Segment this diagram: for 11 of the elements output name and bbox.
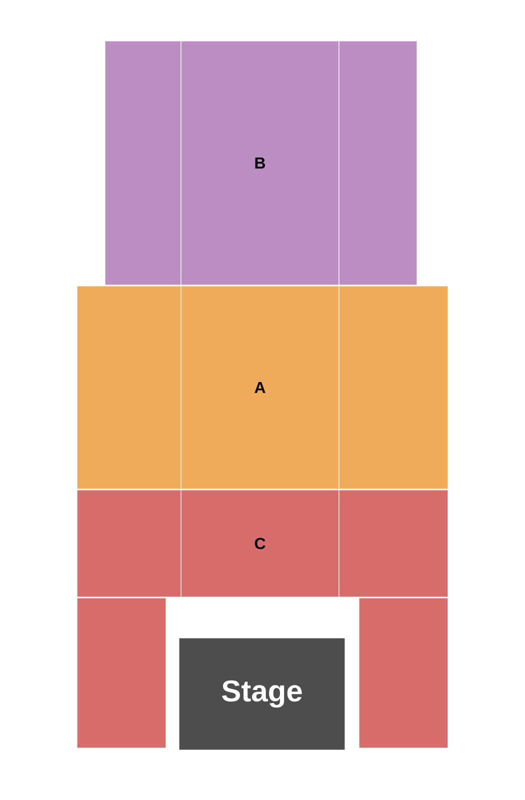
seating-section [338,286,448,490]
seating-section [338,490,448,598]
seating-section [338,40,418,286]
stage-box: Stage [178,638,346,750]
seating-section [76,598,166,748]
seating-section [358,598,448,748]
seating-section [76,490,182,598]
seating-section: C [180,490,340,598]
seating-section [76,286,182,490]
seating-section [104,40,182,286]
seating-section: A [180,286,340,490]
